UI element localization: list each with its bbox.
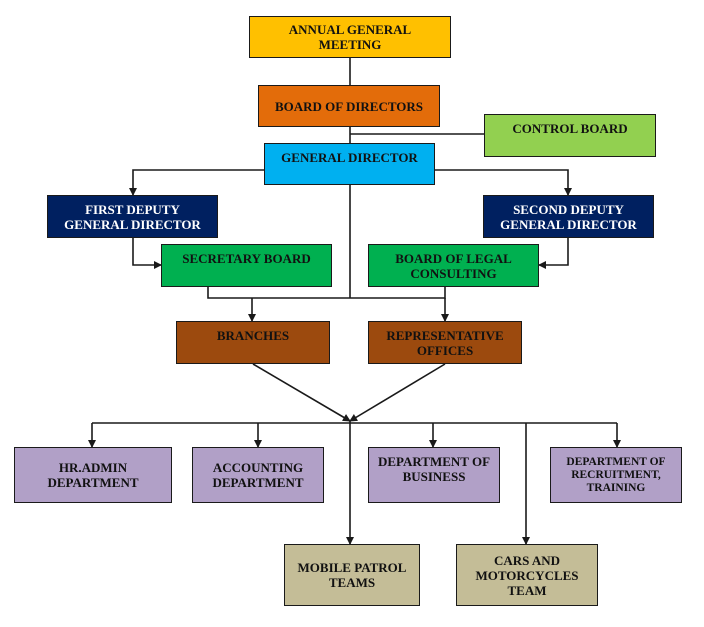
connector-gd-second-deputy [435,169,572,196]
branches-box: BRANCHES [176,321,330,364]
cars-and-motorcycles-team-box: CARS AND MOTORCYCLES TEAM [456,544,598,606]
connector-gd-first-deputy [129,169,264,196]
control-board-box: CONTROL BOARD [484,114,656,157]
board-of-directors-box: BOARD OF DIRECTORS [258,85,440,127]
accounting-department-box: ACCOUNTING DEPARTMENT [192,447,324,503]
annual-general-meeting-box: ANNUAL GENERAL MEETING [249,16,451,58]
connector-legal-bus [350,287,446,299]
board-of-legal-consulting-box: BOARD OF LEGAL CONSULTING [368,244,539,287]
representative-offices-box: REPRESENTATIVE OFFICES [368,321,522,364]
connector-offices-converge [349,363,446,422]
hr-admin-department-box: HR.ADMIN DEPARTMENT [14,447,172,503]
department-of-recruitment-training-box: DEPARTMENT OF RECRUITMENT, TRAINING [550,447,682,503]
connector-branches-converge [252,363,351,422]
general-director-box: GENERAL DIRECTOR [264,143,435,185]
department-of-business-box: DEPARTMENT OF BUSINESS [368,447,500,503]
first-deputy-general-director-box: FIRST DEPUTY GENERAL DIRECTOR [47,195,218,238]
mobile-patrol-teams-box: MOBILE PATROL TEAMS [284,544,420,606]
connector-secretary-bus [207,287,350,299]
connector-second-deputy-legal [538,238,569,269]
connector-first-deputy-secretary [132,238,162,269]
second-deputy-general-director-box: SECOND DEPUTY GENERAL DIRECTOR [483,195,654,238]
secretary-board-box: SECRETARY BOARD [161,244,332,287]
